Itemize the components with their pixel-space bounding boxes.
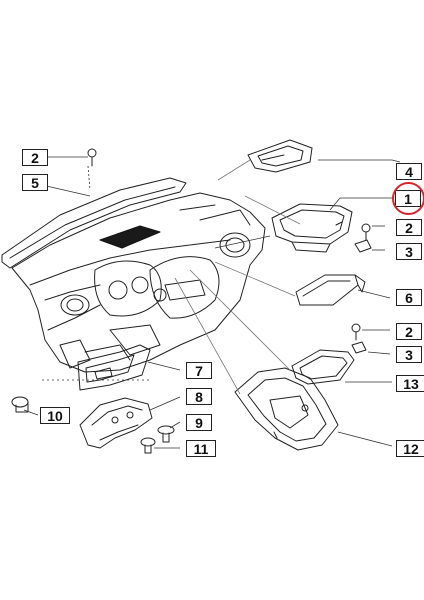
part-knee-trim bbox=[77, 344, 151, 391]
bolt-part-10 bbox=[11, 396, 29, 413]
callout-7[interactable]: 7 bbox=[186, 362, 212, 379]
callout-2-mid[interactable]: 2 bbox=[396, 219, 422, 236]
part-console-tray bbox=[234, 367, 339, 451]
clip-part-3-lower bbox=[351, 341, 367, 354]
callout-2-lower[interactable]: 2 bbox=[396, 323, 422, 340]
rivet-part-9 bbox=[157, 425, 175, 443]
callout-10[interactable]: 10 bbox=[40, 407, 70, 424]
callout-1[interactable]: 1 bbox=[395, 190, 421, 207]
callout-12[interactable]: 12 bbox=[396, 440, 424, 457]
callout-4[interactable]: 4 bbox=[396, 163, 422, 180]
callout-5[interactable]: 5 bbox=[22, 174, 48, 191]
callout-6[interactable]: 6 bbox=[396, 289, 422, 306]
part-storage-box bbox=[271, 203, 353, 253]
callout-13[interactable]: 13 bbox=[396, 375, 424, 392]
clip-part-3-mid bbox=[354, 239, 372, 253]
leader-lines bbox=[23, 156, 401, 449]
callout-9[interactable]: 9 bbox=[186, 414, 212, 431]
part-insert-mat bbox=[291, 349, 355, 385]
dashboard-filter-grille bbox=[99, 225, 161, 249]
callout-2-top[interactable]: 2 bbox=[22, 149, 48, 166]
dashboard-body bbox=[11, 192, 266, 373]
dashboard-top-trim bbox=[1, 177, 187, 269]
callout-3-mid[interactable]: 3 bbox=[396, 243, 422, 260]
screw-part-2-mid bbox=[361, 223, 371, 241]
screw-part-2-lower bbox=[351, 323, 361, 341]
callout-11[interactable]: 11 bbox=[186, 440, 216, 457]
callout-8[interactable]: 8 bbox=[186, 388, 212, 405]
callout-3-lower[interactable]: 3 bbox=[396, 346, 422, 363]
screw-part-2-top bbox=[87, 148, 97, 167]
part-tray-cover bbox=[247, 139, 313, 173]
part-support-bracket bbox=[79, 397, 153, 449]
rivet-part-11 bbox=[140, 437, 156, 454]
part-drawer-tray bbox=[295, 274, 366, 306]
